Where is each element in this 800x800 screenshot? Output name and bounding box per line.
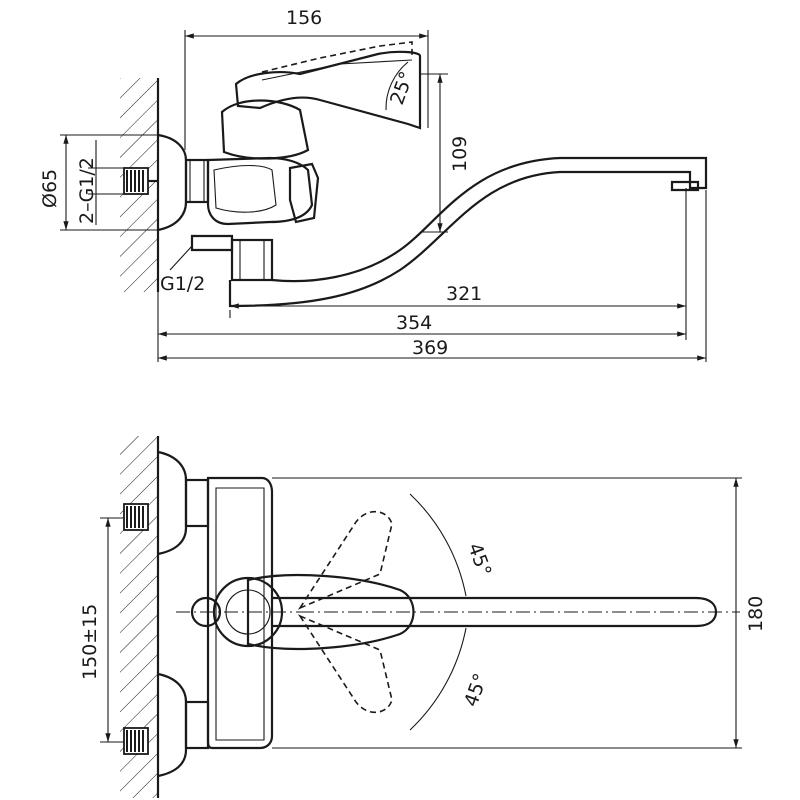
outlet-nut-side xyxy=(230,238,274,282)
dim-label-109: 109 xyxy=(449,136,471,172)
dim-label-321: 321 xyxy=(446,283,482,305)
aerator-side xyxy=(670,180,700,192)
angle-arc-lower xyxy=(409,627,467,731)
angle-arc-upper xyxy=(409,493,467,597)
lever-handle-top xyxy=(246,573,415,651)
wall-flange-side xyxy=(157,133,188,232)
dim-label-outlet-thread: G1/2 xyxy=(160,273,205,295)
inlet-thread-side xyxy=(123,167,158,195)
dim-label-354: 354 xyxy=(396,312,432,334)
top-view: 45° 45° 150±15 180 xyxy=(79,436,767,798)
lever-rotated-lower-dashed xyxy=(297,614,393,714)
spout-side xyxy=(228,156,708,308)
lever-rotated-upper-dashed xyxy=(297,510,393,610)
mixer-body-side xyxy=(206,156,314,226)
mixer-body-top xyxy=(206,476,274,750)
dim-label-25-deg: 25° xyxy=(386,69,418,108)
dim-label-180: 180 xyxy=(745,596,767,632)
dim-label-inlet-thread: 2–G1/2 xyxy=(76,157,98,224)
dim-label-369: 369 xyxy=(412,337,448,359)
upper-inlet-top xyxy=(123,450,210,556)
cartridge-housing-side xyxy=(220,99,310,160)
dim-label-spacing: 150±15 xyxy=(79,604,101,680)
dim-label-angle-upper: 45° xyxy=(463,540,495,579)
side-view: 25° 156 109 Ø65 2–G1/2 G1/2 xyxy=(39,7,708,362)
dim-label-angle-lower: 45° xyxy=(460,671,492,710)
diverter-knob-side xyxy=(288,162,320,224)
dim-label-156: 156 xyxy=(286,7,322,29)
lever-handle-side xyxy=(234,50,422,130)
connector-nut-side xyxy=(184,158,210,204)
lever-raised-dashed xyxy=(261,41,413,73)
angle-arc-25 xyxy=(385,61,409,111)
outlet-connector-side xyxy=(190,234,234,252)
dim-label-diameter-65: Ø65 xyxy=(39,169,61,208)
